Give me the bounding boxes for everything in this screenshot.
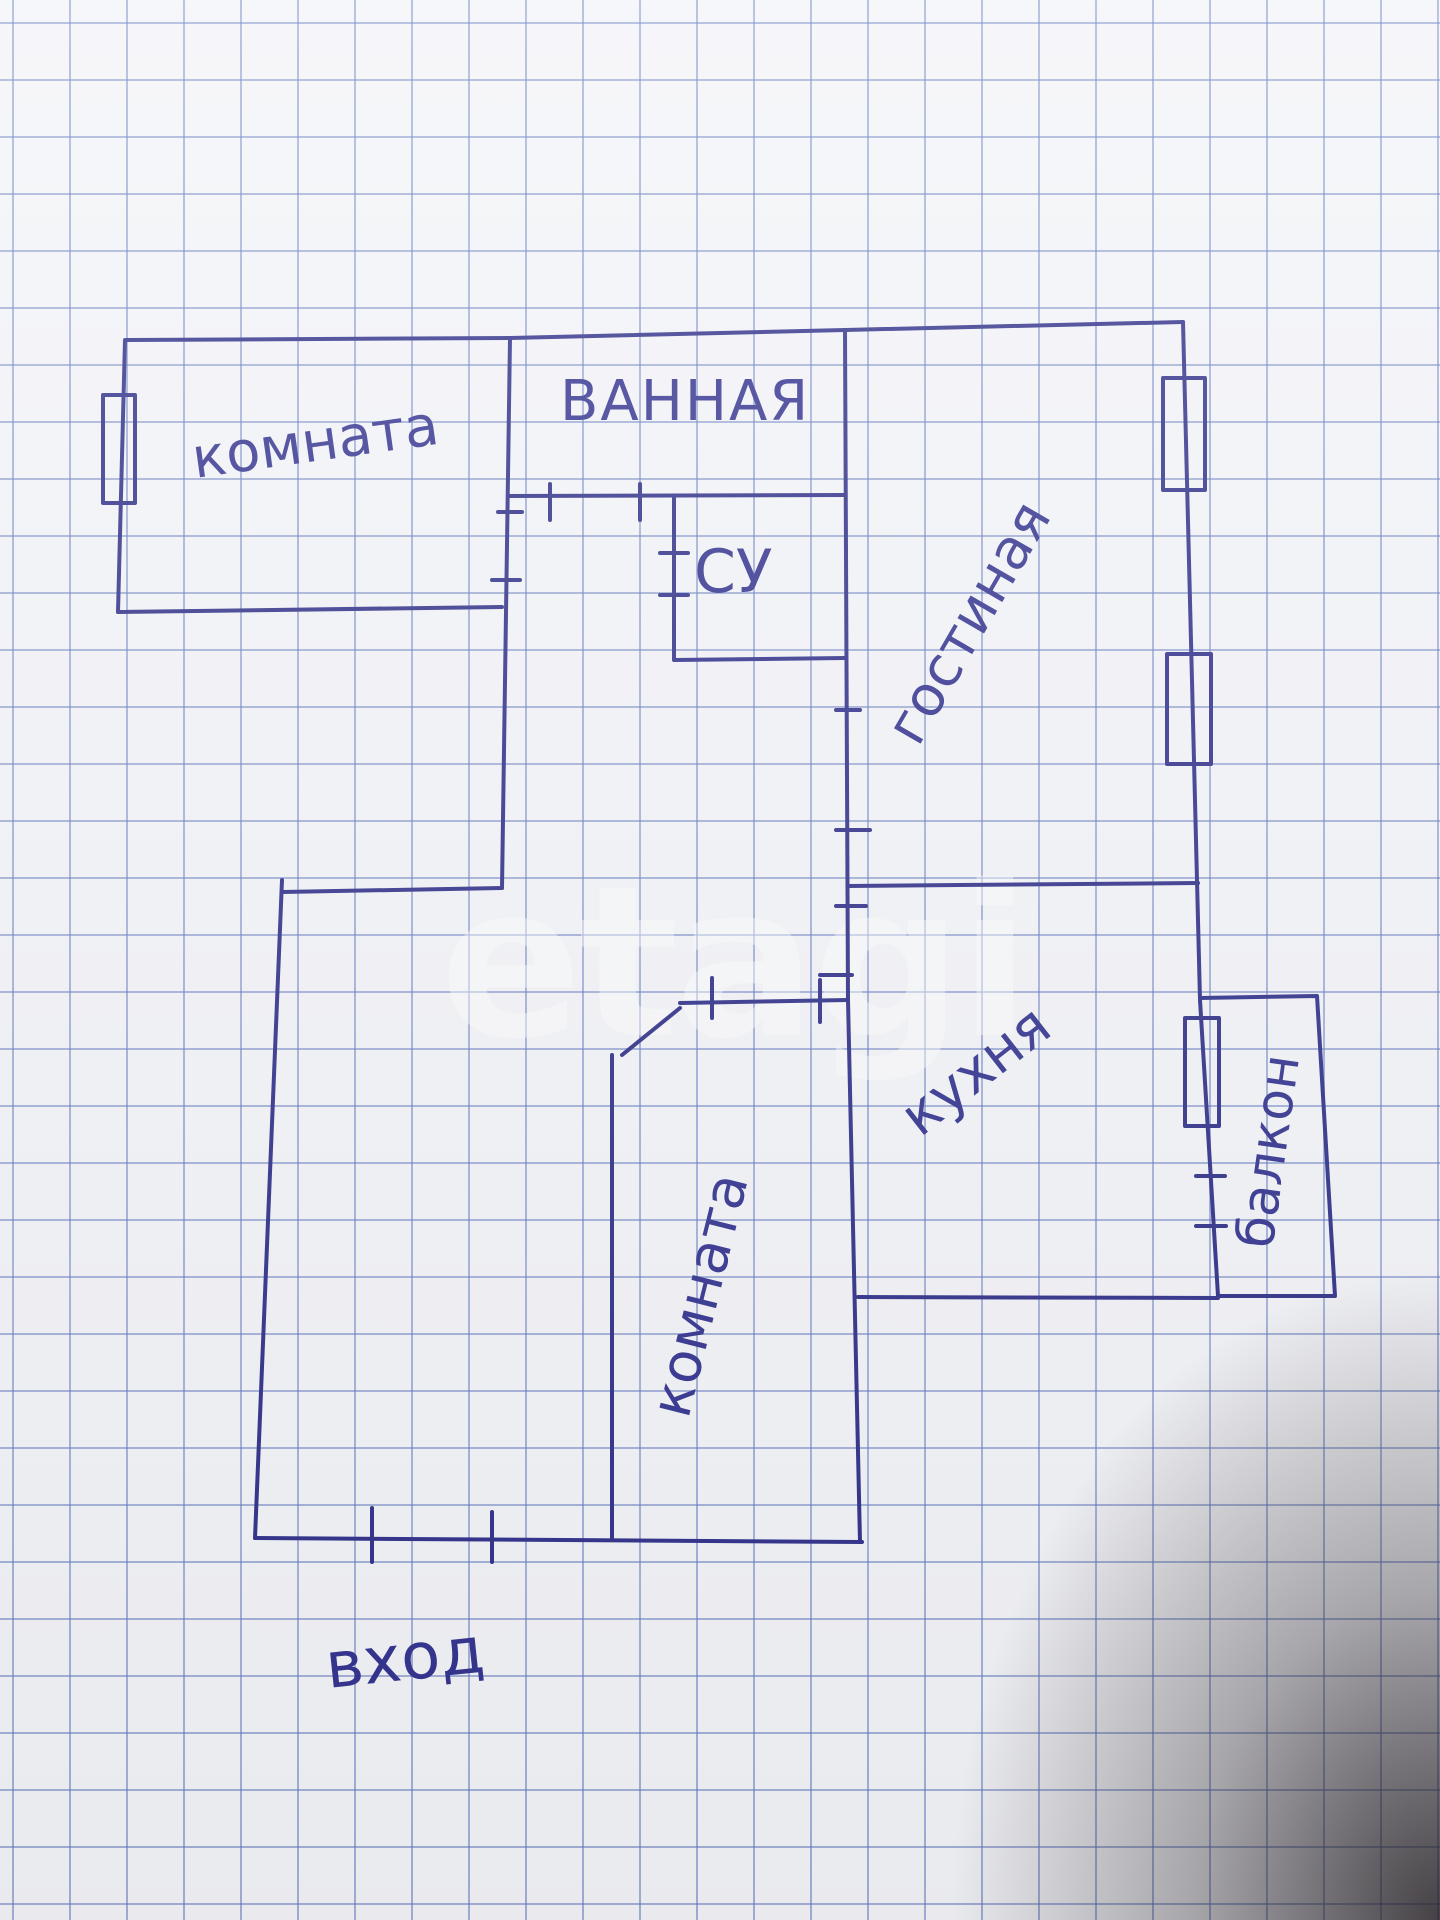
label-room-top-left: комната bbox=[188, 393, 443, 492]
wall-balcony-inner bbox=[1198, 998, 1220, 1298]
wall-kitchen-bottom bbox=[856, 1295, 1220, 1300]
door-marks bbox=[370, 482, 1228, 1564]
label-room-middle: комната bbox=[639, 1167, 762, 1424]
window-living-bottom bbox=[1165, 652, 1213, 766]
window-left-room bbox=[101, 393, 137, 505]
wall-top-mid bbox=[508, 328, 847, 340]
wall-living-kitchen bbox=[846, 881, 1200, 888]
wall-middle-room-diag bbox=[620, 1006, 682, 1057]
wall-bath-floor bbox=[508, 493, 847, 498]
wall-hall-left bbox=[253, 878, 284, 1540]
wall-top-right bbox=[843, 320, 1185, 332]
label-balcony: балкон bbox=[1225, 1051, 1311, 1252]
wall-bath-right bbox=[843, 328, 850, 1002]
label-bathroom: ВАННАЯ bbox=[560, 369, 810, 434]
label-kitchen: кухня bbox=[889, 993, 1063, 1149]
windows bbox=[101, 376, 1221, 1128]
wall-left-room-right bbox=[500, 336, 512, 890]
wall-right-outer bbox=[1181, 320, 1202, 1002]
walls bbox=[116, 320, 1337, 1544]
wall-bottom-left-room bbox=[116, 605, 504, 614]
wall-middle-room-top bbox=[678, 998, 850, 1005]
label-entrance: вход bbox=[322, 1614, 488, 1704]
wall-kitchen-left bbox=[846, 998, 862, 1544]
label-living-room: гостиная bbox=[874, 490, 1064, 755]
wall-hall-top bbox=[280, 886, 504, 894]
wall-bottom bbox=[253, 1536, 864, 1544]
label-toilet: СУ bbox=[694, 537, 772, 607]
